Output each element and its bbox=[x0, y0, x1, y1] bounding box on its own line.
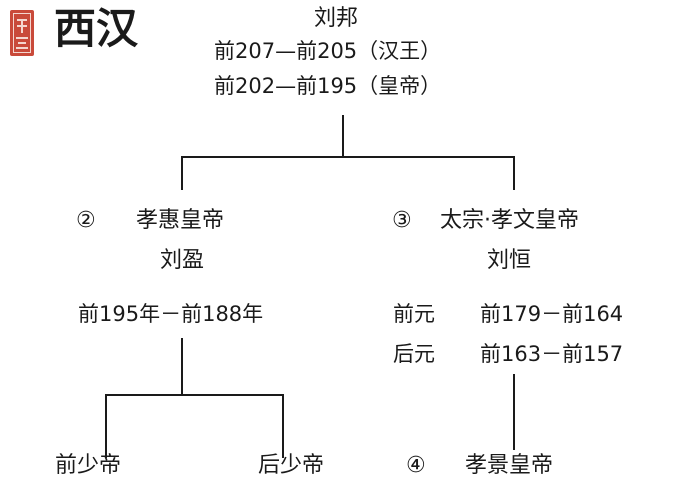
seal-stamp-icon bbox=[10, 10, 34, 56]
root-name: 刘邦 bbox=[314, 6, 359, 31]
left-child-title: 孝惠皇帝 bbox=[136, 208, 225, 233]
grandchild-left-1: 前少帝 bbox=[55, 453, 122, 478]
right-child-era2-range: 前163－前157 bbox=[480, 342, 624, 366]
right-child-era2-label: 后元 bbox=[393, 342, 435, 366]
root-reign-2: 前202—前195（皇帝） bbox=[214, 74, 442, 98]
page-title: 西汉 bbox=[54, 4, 139, 53]
left-child-number: ② bbox=[76, 208, 96, 233]
right-child-era1-range: 前179－前164 bbox=[480, 302, 624, 326]
grandchild-left-2: 后少帝 bbox=[258, 453, 325, 478]
grandchild-right-number: ④ bbox=[406, 453, 426, 478]
root-reign-1: 前207—前205（汉王） bbox=[214, 39, 442, 63]
right-child-number: ③ bbox=[392, 208, 412, 233]
left-child-name: 刘盈 bbox=[160, 248, 205, 273]
right-child-name: 刘恒 bbox=[487, 248, 532, 273]
left-child-reign: 前195年－前188年 bbox=[78, 302, 264, 326]
right-child-title: 太宗·孝文皇帝 bbox=[440, 208, 579, 233]
right-child-era1-label: 前元 bbox=[393, 302, 435, 326]
grandchild-right-title: 孝景皇帝 bbox=[465, 453, 554, 478]
